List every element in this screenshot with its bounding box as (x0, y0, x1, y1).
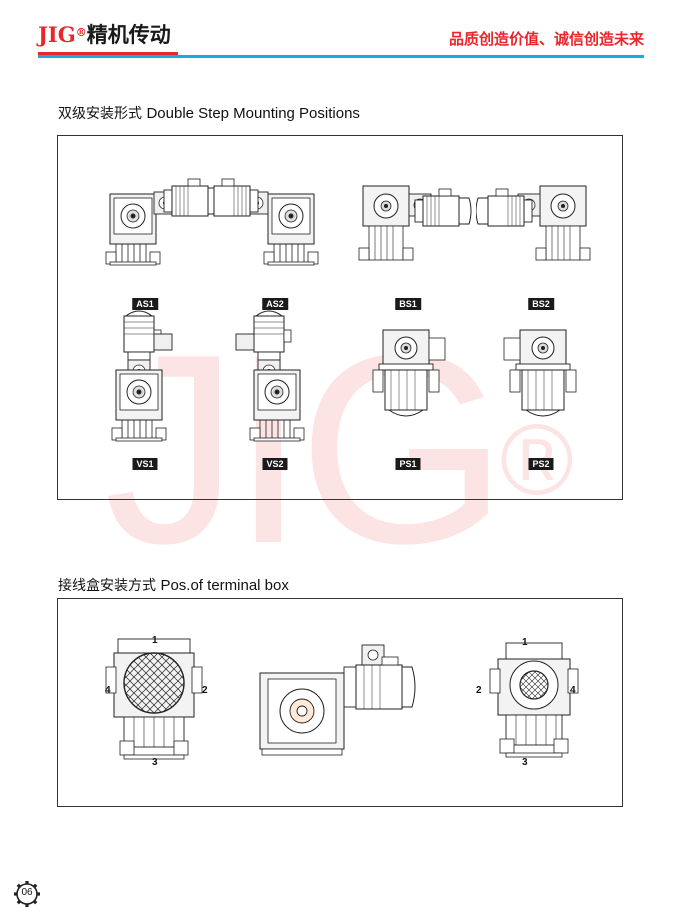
position-tag-as1: AS1 (132, 298, 158, 310)
terminal-right-view (478, 633, 598, 773)
header-slogan: 品质创造价值、诚信创造未来 (448, 30, 644, 48)
brand-logo: JIG®精机传动 (38, 22, 171, 48)
terminal-side-diagram (259, 644, 416, 756)
terminal-side-view (258, 639, 428, 769)
gear-icon (14, 881, 40, 907)
position-tag-as2: AS2 (262, 298, 288, 310)
as2-diagram (210, 178, 319, 266)
terminal-right-diagram (489, 642, 579, 758)
position-tag-bs1: BS1 (395, 298, 421, 310)
terminal-box-panel: 1 2 3 4 (57, 598, 623, 807)
mounting-title-cn: 双级安装形式 (58, 106, 142, 122)
terminal-left-label-top: 1 (152, 635, 158, 646)
page-number: 06 (21, 887, 33, 898)
brand-registered-mark: ® (75, 26, 87, 39)
terminal-left-diagram (105, 638, 203, 760)
mounting-title-en: Double Step Mounting Positions (146, 105, 360, 122)
as1-diagram (105, 178, 210, 266)
terminal-left-view (98, 633, 218, 773)
terminal-right-label-top: 1 (522, 637, 528, 648)
mounting-position-as2: AS2 (210, 146, 340, 310)
mounting-positions-panel: AS1 AS2 (57, 135, 623, 500)
page-header: JIG®精机传动 品质创造价值、诚信创造未来 (0, 0, 680, 62)
mounting-position-as1: AS1 (80, 146, 210, 310)
position-tag-ps1: PS1 (395, 458, 421, 470)
mounting-position-ps2: PS2 (476, 306, 606, 470)
terminal-section-title: 接线盒安装方式 Pos.of terminal box (58, 575, 289, 595)
header-rule-blue (38, 55, 644, 58)
terminal-left-label-bottom: 3 (152, 757, 158, 768)
terminal-right-label-bottom: 3 (522, 757, 528, 768)
terminal-right-label-right: 4 (570, 685, 576, 696)
vs1-diagram (111, 310, 173, 442)
header-rule-red (38, 52, 178, 55)
position-tag-vs2: VS2 (262, 458, 288, 470)
mounting-position-ps1: PS1 (343, 306, 473, 470)
mounting-position-vs2: VS2 (210, 306, 340, 470)
bs2-diagram (476, 185, 591, 261)
terminal-left-label-right: 2 (202, 685, 208, 696)
terminal-left-label-left: 4 (105, 685, 111, 696)
position-tag-ps2: PS2 (528, 458, 554, 470)
position-tag-bs2: BS2 (528, 298, 554, 310)
bs1-diagram (358, 185, 472, 261)
terminal-title-en: Pos.of terminal box (160, 577, 289, 594)
mounting-position-bs2: BS2 (476, 146, 606, 310)
page-number-badge: 06 (13, 880, 41, 908)
ps2-diagram (503, 329, 577, 417)
terminal-right-label-left: 2 (476, 685, 482, 696)
brand-latin: JIG (38, 22, 76, 47)
mounting-position-bs1: BS1 (343, 146, 473, 310)
mounting-position-vs1: VS1 (80, 306, 210, 470)
brand-chinese-name: 精机传动 (86, 22, 171, 47)
ps1-diagram (372, 329, 446, 417)
vs2-diagram (235, 310, 305, 442)
mounting-section-title: 双级安装形式 Double Step Mounting Positions (58, 103, 360, 123)
position-tag-vs1: VS1 (132, 458, 158, 470)
terminal-title-cn: 接线盒安装方式 (58, 578, 156, 594)
